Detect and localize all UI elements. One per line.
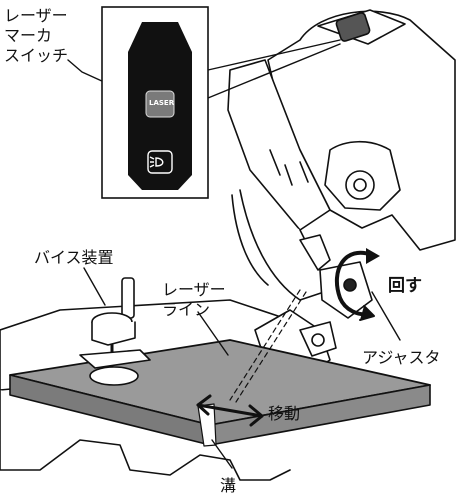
- laser-line-label: レーザー ライン: [162, 280, 226, 320]
- lamp-icon: [147, 150, 173, 174]
- move-arrow: [196, 403, 264, 418]
- laser-switch-label: レーザー マーカ スイッチ: [4, 6, 68, 66]
- laser-switch-button: [145, 90, 175, 118]
- rotate-arrow-head: [366, 248, 380, 264]
- leader-groove: [211, 439, 233, 469]
- base-left: [0, 389, 291, 481]
- vise-body: [91, 321, 136, 346]
- vise-label: バイス装置: [34, 248, 114, 267]
- fence-support: [299, 234, 331, 271]
- leader-window-2: [207, 43, 341, 99]
- laser-line-label-line2: ライン: [162, 300, 211, 319]
- rotate-arrow: [334, 250, 374, 317]
- laser-switch-label-line3: スイッチ: [4, 46, 69, 65]
- leader-vise: [83, 267, 106, 306]
- blade-guard: [239, 189, 331, 301]
- laser-line-beam: [229, 289, 307, 403]
- groove-label: 溝: [220, 476, 237, 495]
- adjuster-screw: [343, 278, 357, 292]
- vise-post: [121, 277, 135, 319]
- guard-curve: [231, 194, 269, 286]
- laser-line-label-line1: レーザー: [162, 280, 226, 299]
- arm-slot-a: [269, 149, 309, 186]
- vise-base: [79, 349, 151, 369]
- leader-adjuster: [371, 291, 401, 341]
- laser-switch-label-line2: マーカ: [4, 26, 53, 45]
- switch-location-window: [335, 12, 371, 42]
- saw-arm: [227, 59, 331, 231]
- laser-button-text: LASER: [149, 99, 175, 107]
- leader-laser-line: [197, 311, 229, 356]
- vise-foot: [89, 366, 139, 386]
- rotate-label: 回す: [388, 276, 422, 296]
- move-label: 移動: [268, 404, 301, 423]
- laser-switch-label-line1: レーザー: [4, 6, 68, 25]
- adjuster-label: アジャスタ: [362, 348, 441, 367]
- leader-window: [207, 39, 341, 71]
